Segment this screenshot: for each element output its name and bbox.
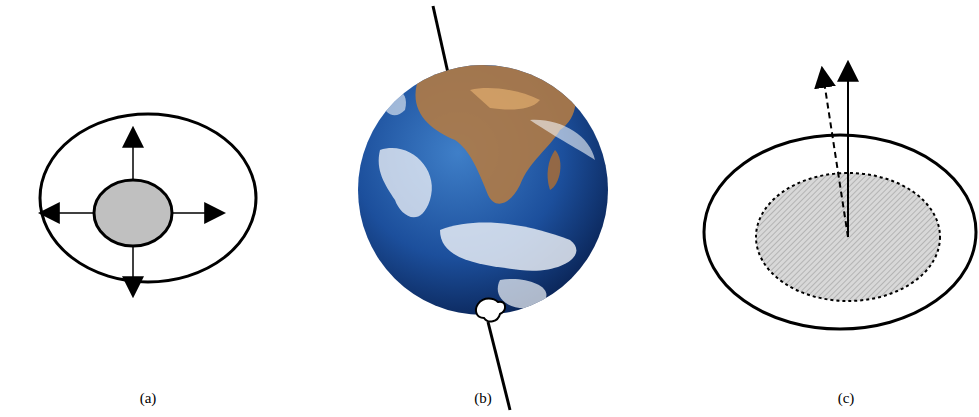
earth-surface — [379, 65, 595, 308]
outer-ellipse — [704, 135, 976, 329]
earth-globe — [358, 65, 608, 315]
axis-arrow — [847, 62, 849, 237]
outer-ellipse — [40, 114, 256, 282]
panel-c-figure — [704, 62, 976, 329]
panel-a-figure — [40, 114, 256, 296]
panel-label: (b) — [474, 390, 492, 407]
panel-label: (a) — [140, 390, 157, 407]
tilted-axis-arrow — [822, 68, 848, 237]
panel-label: (c) — [838, 390, 855, 407]
antarctica-outline — [476, 299, 505, 322]
expansion-arrows — [40, 128, 224, 296]
panel-b-figure — [358, 6, 608, 410]
inner-core — [94, 180, 172, 246]
